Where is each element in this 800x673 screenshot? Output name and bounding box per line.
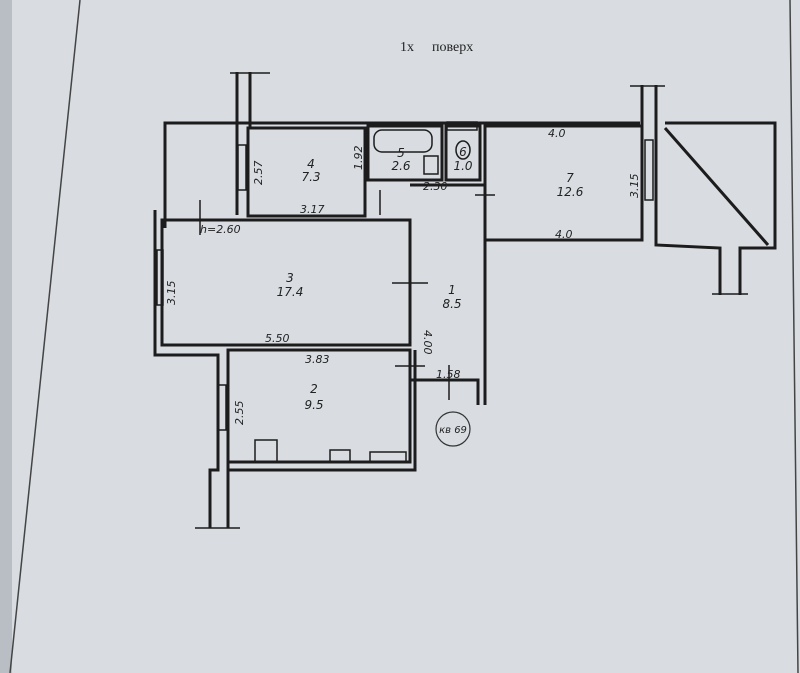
stove-icon [254,439,278,463]
sink-icon [423,155,439,175]
room-5-number: 5 [397,146,405,160]
dim-room7-bottom: 4.0 [555,228,573,241]
walls [153,72,777,529]
dim-room3-bottom: 5.50 [265,332,290,345]
fixtures [254,121,478,463]
bathtub-icon [373,129,433,153]
room-4-area: 7.3 [301,170,320,184]
dim-room7-top: 4.0 [548,127,566,140]
ceiling-height: h=2.60 [200,223,241,236]
dim-room7-side: 3.15 [628,174,641,199]
dim-hall-bottom: 1.58 [436,368,461,381]
dim-room4-right: 1.92 [352,146,365,171]
room-5-area: 2.6 [391,159,410,173]
room-3-number: 3 [286,271,294,285]
room-7-number: 7 [566,171,574,185]
room-3-area: 17.4 [277,285,304,299]
toilet-icon [455,140,471,160]
room-1-number: 1 [448,283,456,297]
dim-hall-top: 2.30 [423,180,448,193]
dim-hall-side: 4.00 [421,330,434,355]
kitchen-sink-icon [329,449,351,463]
room-6-area: 1.0 [453,159,472,173]
room-2-number: 2 [310,382,318,396]
dim-room4-side: 2.57 [252,161,265,186]
apartment-badge [435,411,471,447]
floor-label: поверх [432,40,473,55]
dim-room2-top: 3.83 [305,353,330,366]
page-border-right [789,0,799,673]
room-1-area: 8.5 [442,297,461,311]
dim-room3-side: 3.15 [165,281,178,306]
dim-room2-side: 2.55 [233,401,246,426]
kitchen-radiator-icon [369,451,407,463]
room-4-number: 4 [307,157,315,171]
radiator-icon [446,121,478,131]
apartment-number: кв 69 [439,425,467,436]
room-7-area: 12.6 [557,185,584,199]
room-6-number: 6 [459,145,467,159]
dim-room4-bottom: 3.17 [300,203,325,216]
room-2-area: 9.5 [304,398,323,412]
page-edge [0,0,12,673]
floor-number: 1х [400,40,414,55]
page-border-left [9,0,81,673]
